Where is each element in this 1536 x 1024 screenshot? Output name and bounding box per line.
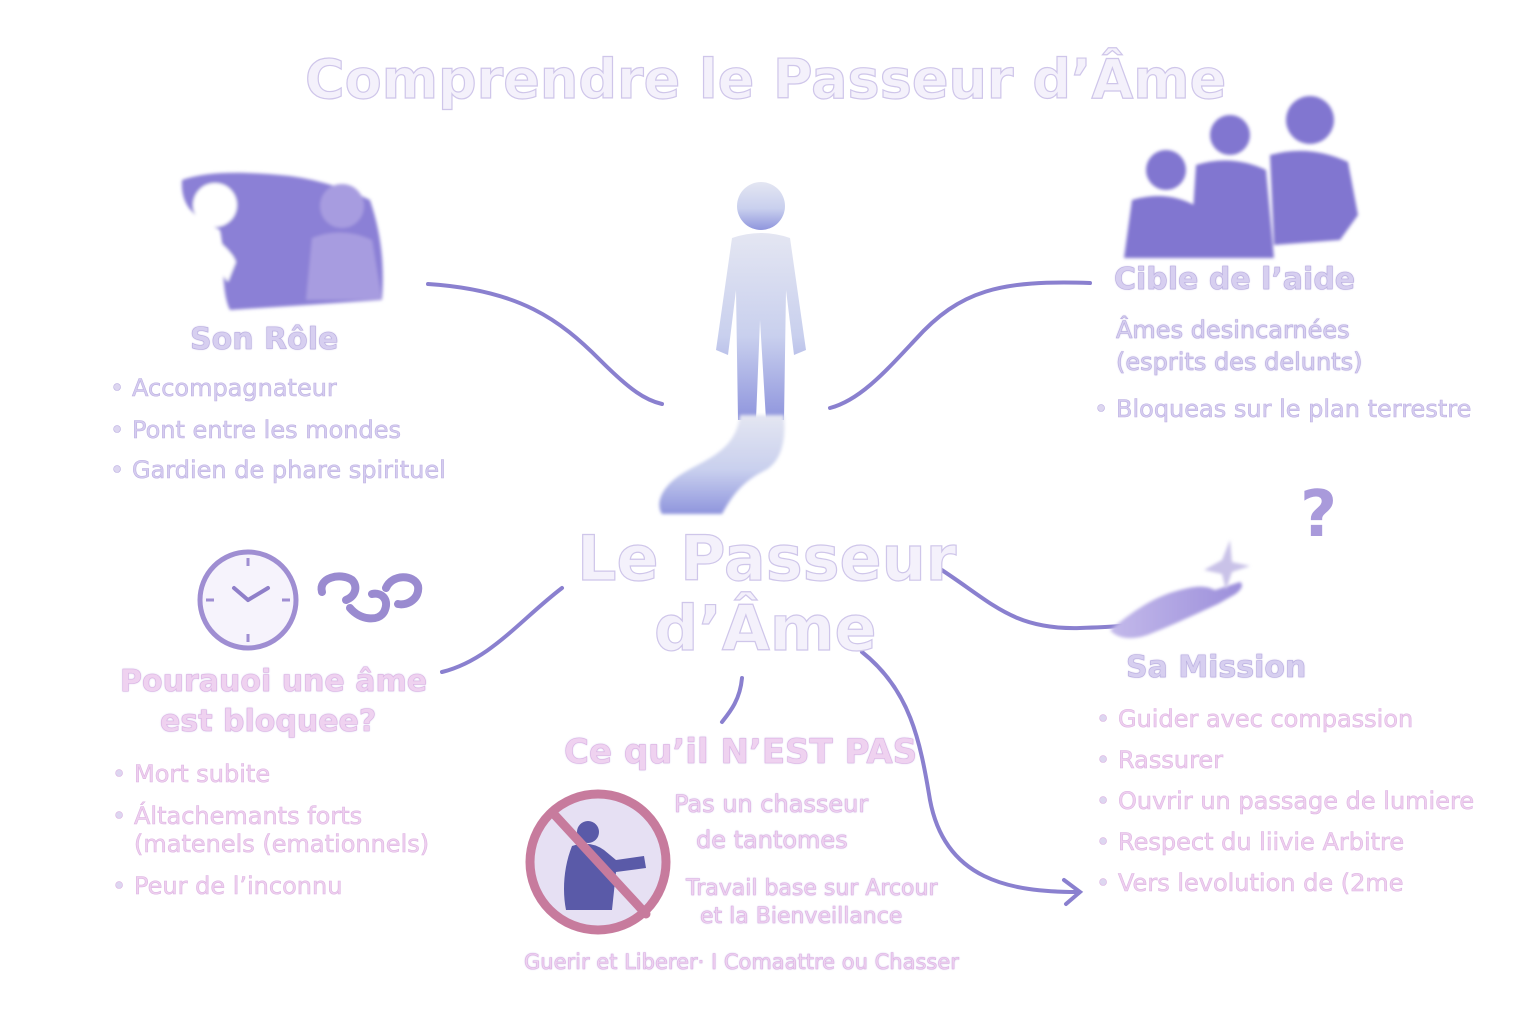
connector-not	[720, 676, 744, 724]
no-ghost-hunter-icon	[525, 789, 671, 935]
list-item: Bloqueas sur le plan terrestre	[1094, 395, 1472, 424]
not-footer: Guerir et Liberer· I Comaattre ou Chasse…	[524, 950, 959, 975]
broken-chain-icon	[317, 572, 423, 623]
list-item: Rassurer	[1096, 746, 1474, 775]
mission-list: Guider avec compassion Rassurer Ouvrir u…	[1096, 705, 1474, 898]
open-hand-icon	[1110, 582, 1243, 639]
list-item: Ouvrir un passage de lumiere	[1096, 787, 1474, 816]
connector-lines	[426, 280, 1152, 906]
list-item: Mort subite	[112, 760, 429, 789]
list-item: Peur de l’inconnu	[112, 872, 429, 901]
not-heading: Ce qu’il N’EST PAS	[564, 732, 918, 773]
list-item-continuation: (matenels (emationnels)	[134, 830, 430, 859]
clock-icon	[197, 549, 299, 651]
not-line1: Pas un chasseur	[674, 790, 869, 819]
connector-mission	[932, 563, 1152, 631]
list-item: Respect du liivie Arbitre	[1096, 828, 1474, 857]
not-line2: de tantomes	[696, 826, 848, 855]
light-star-icon	[1204, 540, 1250, 590]
not-line4: et la Bienveillance	[700, 904, 903, 930]
why-heading-line2: est bloquee?	[160, 704, 377, 740]
target-list: Bloqueas sur le plan terrestre	[1094, 395, 1472, 424]
list-item: Accompagnateur	[110, 374, 446, 403]
helping-hand-icon	[181, 172, 383, 310]
list-item: Pont entre les mondes	[110, 416, 446, 445]
arrowhead	[1062, 878, 1084, 906]
target-desc-line2: (esprits des delunts)	[1116, 348, 1363, 377]
why-heading-line1: Pourauoi une âme	[120, 664, 428, 700]
connector-not-to-mission	[860, 650, 1080, 894]
connector-target	[828, 280, 1092, 410]
list-item: Vers levolution de (2me	[1096, 869, 1474, 898]
role-heading: Son Rôle	[190, 322, 339, 358]
list-item: Guider avec compassion	[1096, 705, 1474, 734]
list-item: Gardien de phare spirituel	[110, 456, 446, 485]
list-item: Áltachemants forts	[112, 802, 429, 831]
family-group-icon	[1124, 96, 1358, 258]
page-title: Comprendre le Passeur d’Âme	[304, 47, 1227, 111]
connector-why	[440, 586, 564, 674]
not-line3: Travail base sur Arcour	[686, 876, 938, 902]
mission-heading: Sa Mission	[1126, 650, 1307, 686]
person-silhouette-icon	[659, 182, 806, 514]
center-title-line1: Le Passeur	[576, 521, 957, 595]
target-heading: Cible de l’aide	[1114, 262, 1356, 298]
target-desc-line1: Âmes desincarnées	[1116, 316, 1350, 345]
connector-role	[426, 282, 664, 406]
why-list: Mort subite Áltachemants forts (matenels…	[112, 760, 430, 901]
question-mark-icon: ?	[1300, 478, 1338, 552]
role-list: Accompagnateur Pont entre les mondes Gar…	[110, 374, 446, 485]
center-title-line2: d’Âme	[653, 591, 877, 665]
